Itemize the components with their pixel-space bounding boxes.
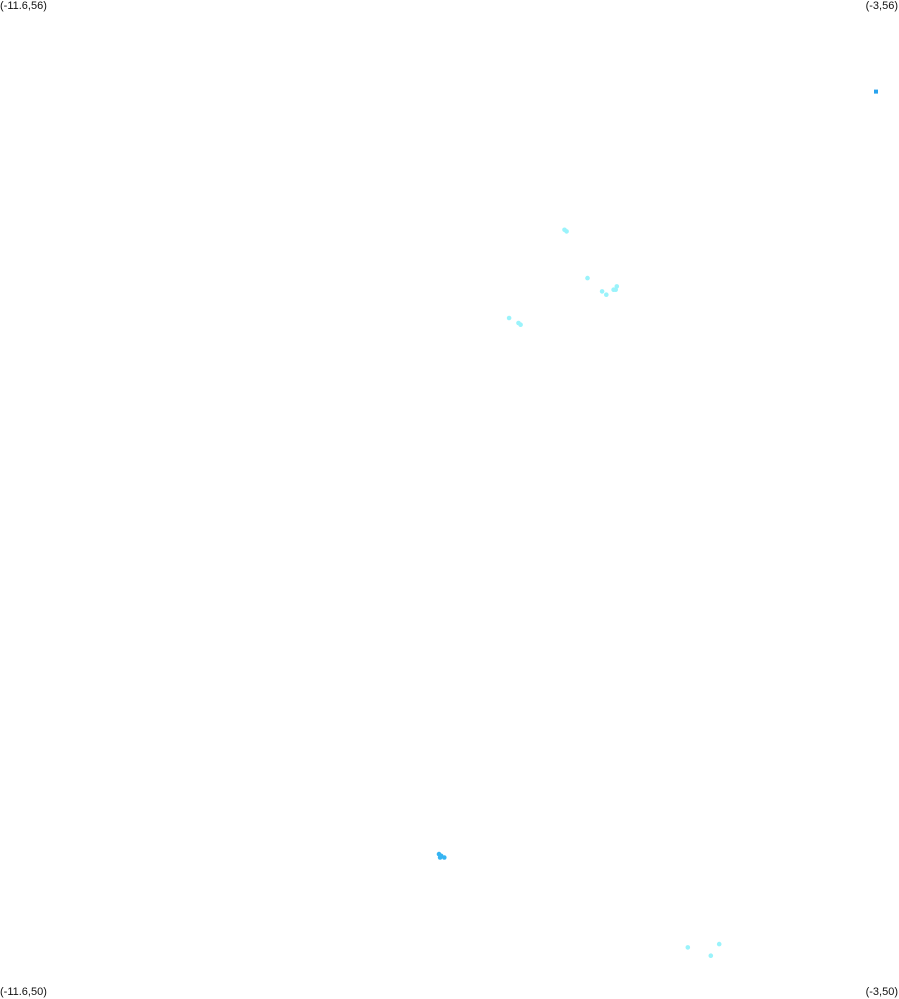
corner-label-bottom-left: (-11.6,50): [0, 986, 47, 998]
map-point-16: [685, 945, 691, 950]
map-point-9: [506, 315, 512, 321]
map-point-17: [708, 953, 714, 958]
map-point-8: [614, 284, 620, 289]
map-point-11: [518, 322, 523, 328]
corner-label-bottom-right: (-3,50): [865, 986, 898, 998]
map-point-2: [564, 229, 569, 234]
map-point-18: [716, 941, 722, 947]
corner-label-top-left: (-11.6,56): [0, 0, 47, 12]
map-point-5: [604, 292, 609, 298]
corner-label-top-right: (-3,56): [865, 0, 898, 12]
map-point-15: [442, 855, 447, 860]
map-point-0: [874, 89, 878, 94]
points-layer: [436, 89, 878, 958]
map-point-3: [585, 275, 590, 281]
map-point-4: [599, 289, 605, 294]
